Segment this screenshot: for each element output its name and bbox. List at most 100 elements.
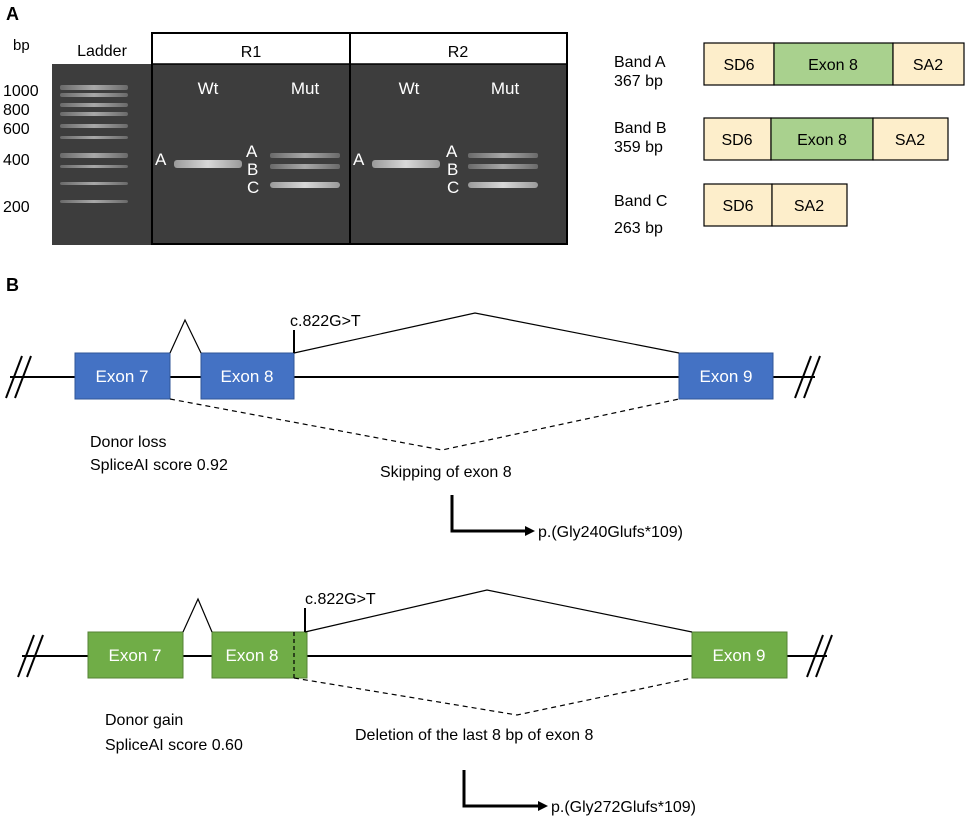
exon-8-label: Exon 8 — [226, 646, 279, 665]
band-letter-r2-mut-c: C — [447, 178, 459, 197]
exon-7-box — [87, 631, 184, 679]
bp-label: bp — [13, 37, 30, 54]
band-a-segment-exon8: Exon 8 — [808, 57, 858, 74]
lane-r1-wt-label: Wt — [198, 79, 219, 98]
splice-junction-8-9 — [293, 312, 680, 354]
ladder-size-marks: 1000 800 600 400 200 — [3, 83, 39, 216]
consequence-label: Skipping of exon 8 — [380, 464, 512, 481]
break-mark — [17, 634, 35, 678]
effect-line2: SpliceAI score 0.60 — [105, 737, 243, 754]
band-letter-r2-mut-b: B — [447, 160, 458, 179]
exon-9-label: Exon 9 — [713, 646, 766, 665]
band-b-segment-sa2: SA2 — [895, 132, 925, 149]
lane-r1-mut-label: Mut — [291, 79, 320, 98]
band-letter-r1-wt-a: A — [155, 150, 167, 169]
panel-a-label: A — [6, 4, 19, 24]
exon-9-box — [691, 631, 788, 679]
partial-deletion-path — [293, 677, 693, 716]
band-b-name: Band B — [614, 120, 666, 137]
ladder-label: Ladder — [77, 43, 127, 60]
band-a-segment-sd6: SD6 — [723, 57, 754, 74]
band-c-name: Band C — [614, 193, 667, 210]
band-a-name: Band A — [614, 54, 666, 71]
band-b-construct: SD6 Exon 8 SA2 — [703, 117, 949, 161]
ladder-band — [60, 93, 128, 97]
group-r2-label: R2 — [448, 44, 469, 61]
ladder-mark-600: 600 — [3, 121, 30, 138]
ladder-band — [60, 103, 128, 107]
band-c-size: 263 bp — [614, 220, 663, 237]
band-letter-r1-mut-a: A — [246, 142, 258, 161]
gel-band-r1-mut-b — [270, 164, 340, 169]
gel-band-r2-wt-a — [372, 160, 440, 168]
group-r2-box — [349, 32, 568, 245]
band-b-size: 359 bp — [614, 139, 663, 156]
band-c-segment-sa2: SA2 — [794, 198, 824, 215]
exon-8-box — [200, 352, 295, 400]
band-a-size: 367 bp — [614, 73, 663, 90]
band-letter-r1-mut-c: C — [247, 178, 259, 197]
variant-label: c.822G>T — [305, 591, 376, 608]
arrow-head — [525, 526, 535, 536]
break-mark — [794, 355, 812, 399]
ladder-band — [60, 124, 128, 128]
effect-line1: Donor gain — [105, 712, 183, 729]
ladder-band — [60, 200, 128, 203]
ladder-bands — [60, 85, 128, 203]
ladder-mark-800: 800 — [3, 102, 30, 119]
consequence-label: Deletion of the last 8 bp of exon 8 — [355, 727, 593, 744]
ladder-band — [60, 153, 128, 158]
exon-7-label: Exon 7 — [109, 646, 162, 665]
band-b-segment-exon8: Exon 8 — [797, 132, 847, 149]
band-letter-r1-mut-b: B — [247, 160, 258, 179]
ladder-mark-200: 200 — [3, 199, 30, 216]
break-mark — [5, 355, 23, 399]
band-letter-r2-mut-a: A — [446, 142, 458, 161]
break-mark — [806, 634, 824, 678]
gel-band-r1-wt-a — [174, 160, 242, 168]
gel-band-r1-mut-c — [270, 182, 340, 188]
splice-junction-7-8 — [182, 597, 213, 633]
ladder-band — [60, 85, 128, 90]
break-mark — [26, 634, 44, 678]
gel-band-r2-mut-b — [468, 164, 538, 169]
splice-junction-7-8 — [169, 318, 202, 354]
variant-label: c.822G>T — [290, 313, 361, 330]
protein-change: p.(Gly272Glufs*109) — [551, 799, 696, 816]
exon-skip-path — [169, 398, 680, 451]
group-r1-label: R1 — [241, 44, 262, 61]
exon-7-box — [74, 352, 171, 400]
band-b-segment-sd6: SD6 — [721, 132, 752, 149]
lane-r2-mut-label: Mut — [491, 79, 520, 98]
panel-b-label: B — [6, 275, 19, 295]
band-c-construct: SD6 SA2 — [703, 183, 848, 227]
band-c-segment-sd6: SD6 — [722, 198, 753, 215]
consequence-arrow — [450, 495, 525, 533]
ladder-band — [60, 165, 128, 168]
lane-r2-wt-label: Wt — [399, 79, 420, 98]
gel-band-r1-mut-a — [270, 153, 340, 158]
splice-diagram-donor-gain: Exon 7 Exon 8 Exon 9 c.822G>T Donor gain… — [17, 589, 833, 816]
splice-diagram-donor-loss: Exon 7 Exon 8 Exon 9 c.822G>T Donor loss… — [5, 312, 821, 541]
band-a-construct: SD6 Exon 8 SA2 — [703, 42, 965, 86]
exon-9-label: Exon 9 — [700, 367, 753, 386]
band-a-segment-sa2: SA2 — [913, 57, 943, 74]
ladder-mark-400: 400 — [3, 152, 30, 169]
break-mark — [14, 355, 32, 399]
splice-junction-8-9 — [304, 589, 693, 633]
gel-header — [152, 33, 567, 64]
arrow-head — [538, 801, 548, 811]
protein-change: p.(Gly240Glufs*109) — [538, 524, 683, 541]
ladder-band — [60, 112, 128, 116]
consequence-arrow — [462, 770, 538, 808]
ladder-band — [60, 182, 128, 185]
effect-line2: SpliceAI score 0.92 — [90, 457, 228, 474]
band-letter-r2-wt-a: A — [353, 150, 365, 169]
gel-band-r2-mut-c — [468, 182, 538, 188]
gel-band-r2-mut-a — [468, 153, 538, 158]
exon-8-label: Exon 8 — [221, 367, 274, 386]
exon-9-box — [678, 352, 774, 400]
exon-8-box — [211, 631, 308, 679]
ladder-mark-1000: 1000 — [3, 83, 39, 100]
break-mark — [803, 355, 821, 399]
